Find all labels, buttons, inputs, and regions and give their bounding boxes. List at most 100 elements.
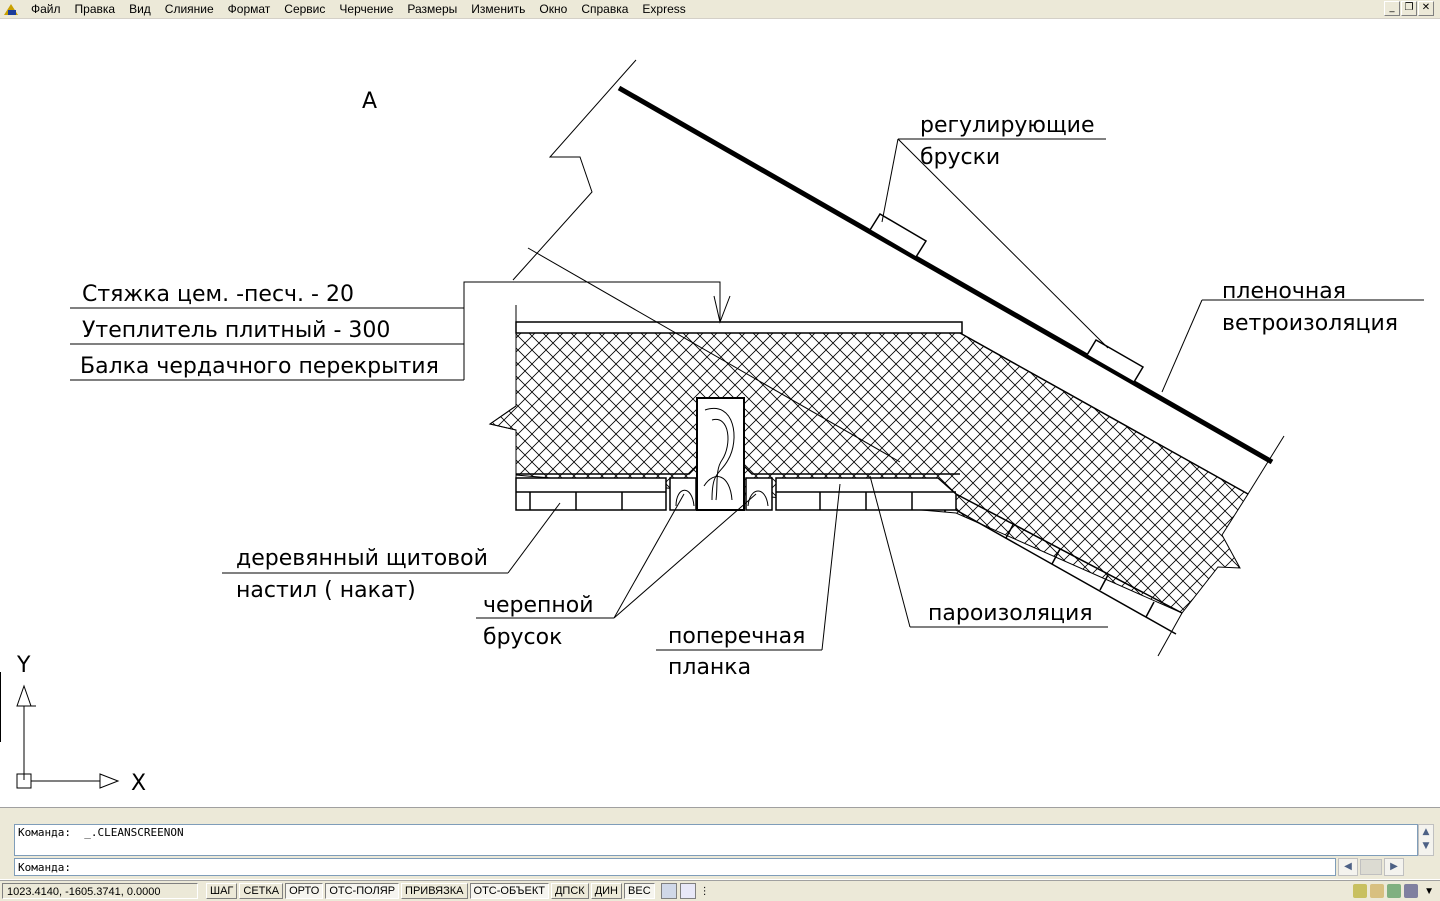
tray-menu-arrow-icon[interactable]: ▼ [1424, 885, 1434, 897]
status-toggle-4[interactable]: ПРИВЯЗКА [401, 883, 468, 899]
wood-grain-2 [711, 419, 729, 501]
beam [696, 397, 745, 511]
batten-2 [1085, 338, 1145, 384]
command-horizontal-scrollbar[interactable]: ◀ ▶ [1338, 858, 1418, 876]
leader-cranial-2 [613, 493, 757, 619]
label-cross-2: планка [668, 655, 751, 680]
label-adjusting-2: бруски [920, 145, 1000, 170]
restore-button[interactable]: ❐ [1401, 1, 1417, 16]
label-vapor: пароизоляция [928, 601, 1093, 626]
menu-edit[interactable]: Правка [74, 2, 116, 16]
close-button[interactable]: ✕ [1418, 1, 1434, 16]
minimize-button[interactable]: _ [1384, 1, 1400, 16]
label-cranial-1: черепной [483, 593, 594, 618]
label-membrane-2: ветроизоляция [1222, 311, 1398, 336]
status-toggle-2[interactable]: ОРТО [285, 883, 324, 899]
annotation-icon[interactable] [1353, 884, 1368, 898]
label-screed: Стяжка цем. -песч. - 20 [82, 282, 354, 307]
window-controls: _ ❐ ✕ [1384, 1, 1434, 16]
menu-help[interactable]: Справка [581, 2, 629, 16]
communication-icon[interactable] [1387, 884, 1402, 898]
menu-dimension[interactable]: Размеры [407, 2, 458, 16]
wood-grain-1 [704, 407, 735, 501]
status-toggle-8[interactable]: ВЕС [624, 883, 655, 899]
cranial-grain-left [675, 489, 695, 507]
ucs-x-label: X [131, 771, 146, 796]
leader-deck [507, 502, 561, 574]
leader-arrow [713, 295, 731, 324]
label-cross-1: поперечная [668, 624, 805, 649]
scroll-up-icon[interactable]: ▲ [1422, 827, 1430, 837]
section-letter: A [362, 89, 377, 114]
status-toggle-1[interactable]: СЕТКА [239, 883, 284, 899]
menu-tools[interactable]: Сервис [284, 2, 326, 16]
menu-format[interactable]: Формат [227, 2, 271, 16]
command-history: Команда: _.CLEANSCREENON [14, 824, 1418, 856]
deck-slope-joint [1005, 522, 1015, 539]
ucs-icon: Y X [0, 653, 146, 796]
deck-slope [955, 493, 1183, 635]
menu-view[interactable]: Вид [129, 2, 151, 16]
menu-draw[interactable]: Черчение [339, 2, 394, 16]
menu-window[interactable]: Окно [539, 2, 568, 16]
autocad-app-icon[interactable] [4, 2, 18, 16]
coordinates-readout[interactable]: 1023.4140, -1605.3741, 0.0000 [2, 883, 198, 899]
scroll-right-icon[interactable]: ▶ [1384, 858, 1404, 876]
status-toggle-5[interactable]: ОТС-ОБЪЕКТ [469, 883, 549, 899]
cranial-bar-left [669, 477, 697, 511]
command-vertical-scrollbar[interactable]: ▲ ▼ [1418, 824, 1434, 856]
label-deck-2: настил ( накат) [236, 578, 416, 603]
model-icon[interactable] [660, 883, 677, 899]
wood-grain-3 [703, 476, 733, 501]
screed-layer [515, 321, 963, 334]
menu-express[interactable]: Express [642, 2, 686, 16]
status-menu-arrow-icon[interactable]: ⋮ [699, 885, 710, 897]
insulation-slope-edge [959, 332, 1249, 495]
status-toggle-6[interactable]: ДПСК [550, 883, 589, 899]
deck-slope-joint [1051, 548, 1061, 565]
roof-membrane-line [617, 85, 1274, 465]
status-toggle-0[interactable]: ШАГ [206, 883, 238, 899]
menu-merge[interactable]: Слияние [164, 2, 214, 16]
leader-cross [821, 483, 841, 651]
batten-1 [868, 212, 928, 259]
leader-adjusting-1 [881, 138, 899, 223]
cranial-grain-right [747, 490, 769, 507]
lock-icon[interactable] [1370, 884, 1385, 898]
status-toggle-3[interactable]: ОТС-ПОЛЯР [325, 883, 400, 899]
scroll-thumb[interactable] [1360, 859, 1382, 875]
lower-right-break [1157, 612, 1183, 657]
leader-cranial-1 [613, 493, 685, 619]
status-toggle-7[interactable]: ДИН [590, 883, 623, 899]
scroll-left-icon[interactable]: ◀ [1338, 858, 1358, 876]
deck-left [515, 477, 667, 511]
label-cranial-2: брусок [483, 625, 562, 650]
menu-modify[interactable]: Изменить [471, 2, 526, 16]
leader-adjusting-2 [897, 138, 1109, 349]
drawing-svg[interactable]: A Стяжка цем. -песч. - 20 [0, 0, 1440, 807]
leader-membrane [1161, 299, 1203, 393]
menu-bar: Файл Правка Вид Слияние Формат Сервис Че… [0, 0, 1440, 19]
label-deck-1: деревянный щитовой [236, 546, 488, 571]
rafter-line [527, 247, 901, 463]
label-beam: Балка чердачного перекрытия [80, 354, 439, 379]
leader-main [463, 281, 721, 380]
right-break-line [1247, 435, 1285, 495]
left-break-line [488, 305, 517, 510]
drawing-canvas[interactable]: A Стяжка цем. -песч. - 20 [0, 19, 1440, 807]
command-window: Команда: _.CLEANSCREENON ▲ ▼ Команда: ◀ … [0, 821, 1440, 879]
command-input[interactable]: Команда: [14, 858, 1336, 876]
deck-slope-joint [1145, 601, 1155, 618]
scroll-down-icon[interactable]: ▼ [1422, 841, 1430, 851]
menu-file[interactable]: Файл [31, 2, 61, 16]
layout-icon[interactable] [679, 883, 696, 899]
leader-vapor [869, 475, 911, 628]
splitter[interactable] [0, 807, 1440, 822]
deck-slope-joint [1099, 574, 1109, 591]
label-adjusting-1: регулирующие [920, 113, 1095, 138]
clean-screen-icon[interactable] [1404, 884, 1419, 898]
label-insulation: Утеплитель плитный - 300 [82, 318, 390, 343]
upper-break-line [512, 59, 637, 281]
